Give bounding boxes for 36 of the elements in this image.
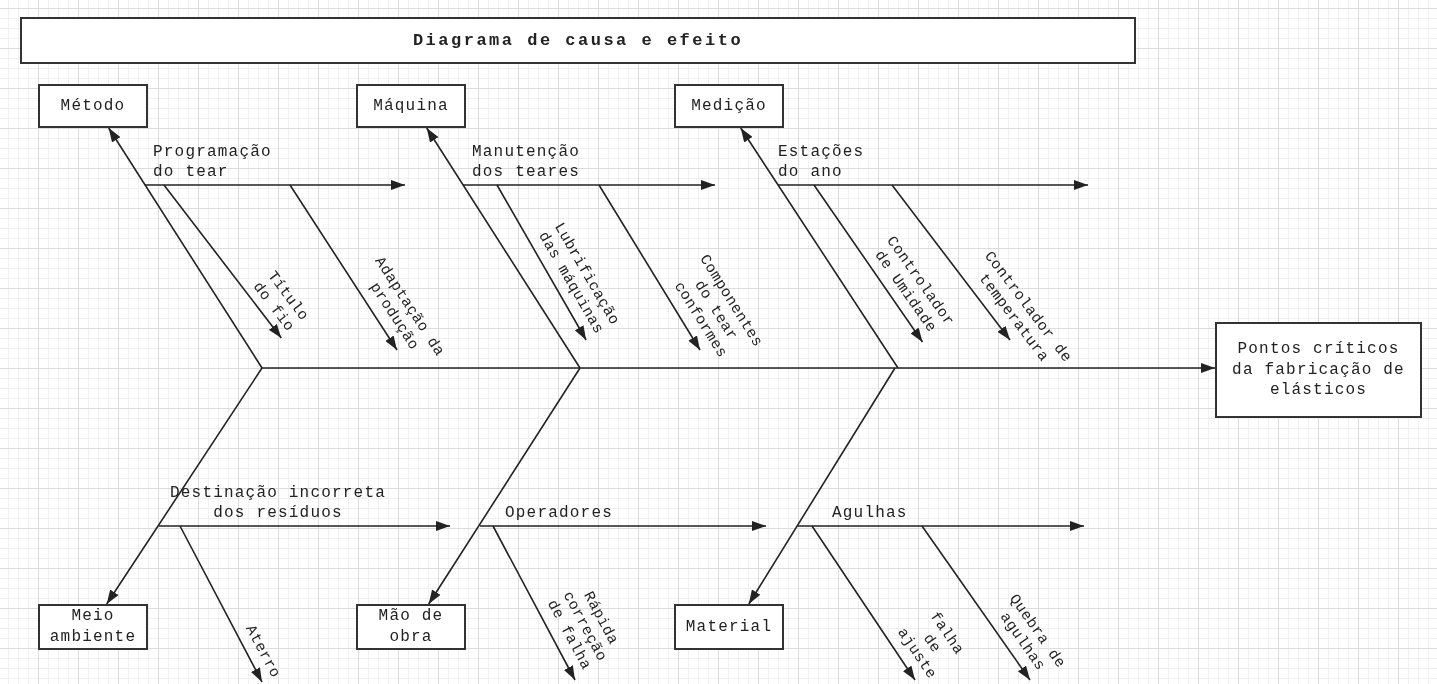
arrow xyxy=(891,184,1011,341)
arrow xyxy=(261,363,1216,373)
effect-box: Pontos críticos da fabricação de elásticos xyxy=(1215,322,1422,418)
branch-label: Manutenção dos teares xyxy=(463,142,613,185)
arrow xyxy=(179,525,263,683)
category-box: Mão de obra xyxy=(356,604,466,650)
category-box: Máquina xyxy=(356,84,466,128)
arrow xyxy=(921,525,1031,681)
arrow xyxy=(462,180,716,190)
arrow xyxy=(427,367,581,605)
title-box: Diagrama de causa e efeito xyxy=(20,17,1136,64)
category-box: Material xyxy=(674,604,784,650)
arrow xyxy=(813,184,924,343)
arrow xyxy=(105,367,263,605)
branch-label: Operadores xyxy=(480,503,620,526)
arrow xyxy=(479,521,767,531)
branch-label: Agulhas xyxy=(798,503,938,526)
arrow xyxy=(163,184,283,339)
arrow xyxy=(425,127,581,369)
arrow xyxy=(144,180,406,190)
arrow xyxy=(496,184,587,341)
arrow xyxy=(158,521,451,531)
arrow xyxy=(289,184,398,351)
arrow xyxy=(797,521,1085,531)
category-box: Método xyxy=(38,84,148,128)
arrow xyxy=(777,180,1089,190)
arrow xyxy=(811,525,916,681)
arrow xyxy=(492,525,576,681)
branch-label: Programação do tear xyxy=(145,142,305,185)
arrow xyxy=(748,367,896,605)
arrow xyxy=(739,127,899,369)
category-box: Medição xyxy=(674,84,784,128)
arrow xyxy=(598,184,701,351)
branch-label: Estações do ano xyxy=(778,142,908,185)
category-box: Meio ambiente xyxy=(38,604,148,650)
arrow xyxy=(107,127,263,369)
